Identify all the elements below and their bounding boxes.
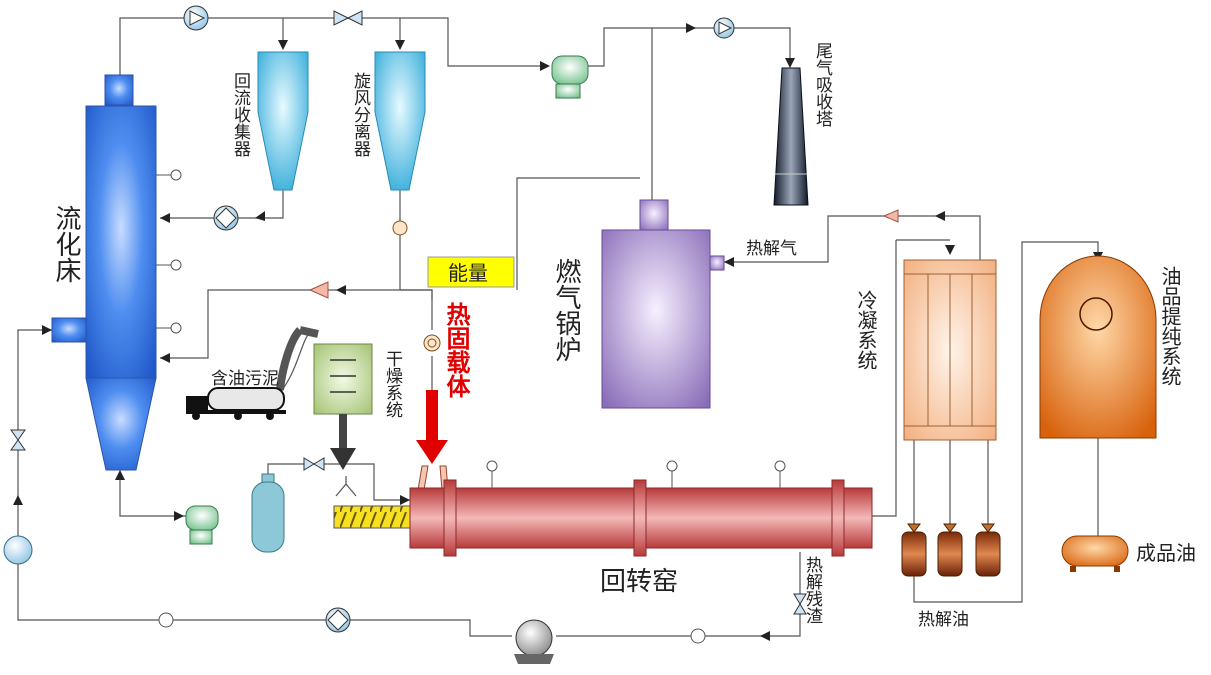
label-tail-gas-tower: 尾气吸收塔 bbox=[812, 42, 833, 127]
label-product-oil: 成品油 bbox=[1136, 541, 1196, 565]
sight-glass-icon bbox=[423, 334, 441, 352]
blower-top bbox=[551, 55, 589, 99]
screw-conveyor bbox=[333, 505, 413, 529]
fluidized-bed bbox=[51, 74, 182, 471]
valve-icon bbox=[333, 10, 363, 26]
rotary-kiln bbox=[409, 460, 873, 557]
label-hot-solid-carrier: 热固载体 bbox=[442, 302, 470, 398]
flow-meter-icon bbox=[690, 628, 706, 644]
label-energy: 能量 bbox=[448, 261, 488, 285]
label-rotary-kiln: 回转窑 bbox=[600, 567, 678, 597]
energy-box bbox=[427, 256, 515, 288]
valve-icon bbox=[303, 457, 325, 471]
top-line-equipment bbox=[183, 5, 735, 231]
label-oil-refining: 油品提纯系统 bbox=[1158, 266, 1182, 386]
valve-icon bbox=[793, 593, 807, 615]
gas-boiler bbox=[601, 199, 725, 409]
product-oil-tank bbox=[1061, 535, 1129, 572]
loop-equipment bbox=[3, 429, 706, 664]
condenser bbox=[903, 259, 997, 441]
label-cyclone: 旋风分离器 bbox=[350, 72, 371, 157]
arrow-heads bbox=[13, 23, 1103, 641]
oil-drums bbox=[901, 523, 1001, 577]
valve-icon bbox=[10, 429, 26, 451]
check-valve-icon bbox=[882, 209, 899, 223]
blower-bottom bbox=[185, 505, 219, 545]
reflux-collector bbox=[257, 51, 309, 191]
drying-system bbox=[276, 326, 373, 470]
gas-cylinder bbox=[251, 473, 285, 553]
sludge-truck-icon bbox=[186, 387, 286, 420]
hot-carrier-arrow bbox=[426, 390, 438, 440]
label-oily-sludge: 含油污泥 bbox=[211, 369, 279, 389]
label-reflux-collector: 回流收集器 bbox=[230, 72, 251, 157]
check-valve-icon bbox=[308, 281, 329, 299]
label-fluidized-bed: 流化床 bbox=[51, 205, 81, 283]
tail-gas-tower bbox=[773, 67, 809, 206]
label-gas-boiler: 燃气锅炉 bbox=[551, 258, 581, 362]
label-pyrolysis-oil: 热解油 bbox=[918, 610, 969, 630]
pump-icon bbox=[515, 619, 553, 657]
label-drying-system: 干燥系统 bbox=[382, 350, 403, 418]
flow-meter-icon bbox=[158, 612, 174, 628]
oil-refining-system bbox=[1039, 255, 1157, 439]
label-condenser: 冷凝系统 bbox=[854, 290, 878, 370]
label-pyrolysis-gas: 热解气 bbox=[746, 239, 797, 259]
label-pyrolysis-residue: 热解残渣 bbox=[802, 556, 823, 624]
cyclone-separator bbox=[374, 51, 426, 236]
